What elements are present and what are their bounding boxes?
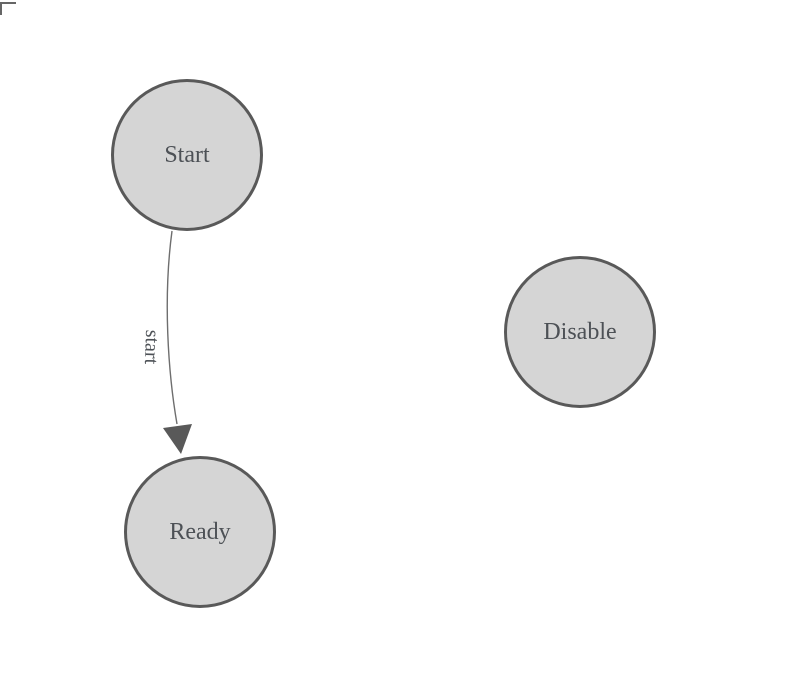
edge-label-start[interactable]: start — [139, 329, 164, 365]
node-disable[interactable]: Disable — [504, 256, 656, 408]
node-start[interactable]: Start — [111, 79, 263, 231]
node-start-label: Start — [164, 141, 210, 168]
node-disable-label: Disable — [543, 318, 617, 345]
canvas-origin-corner-icon — [0, 2, 16, 15]
node-ready-label: Ready — [169, 518, 231, 545]
transition-edge-start-to-ready[interactable] — [166, 230, 178, 425]
arrowhead-icon — [163, 424, 192, 454]
node-ready[interactable]: Ready — [124, 456, 276, 608]
